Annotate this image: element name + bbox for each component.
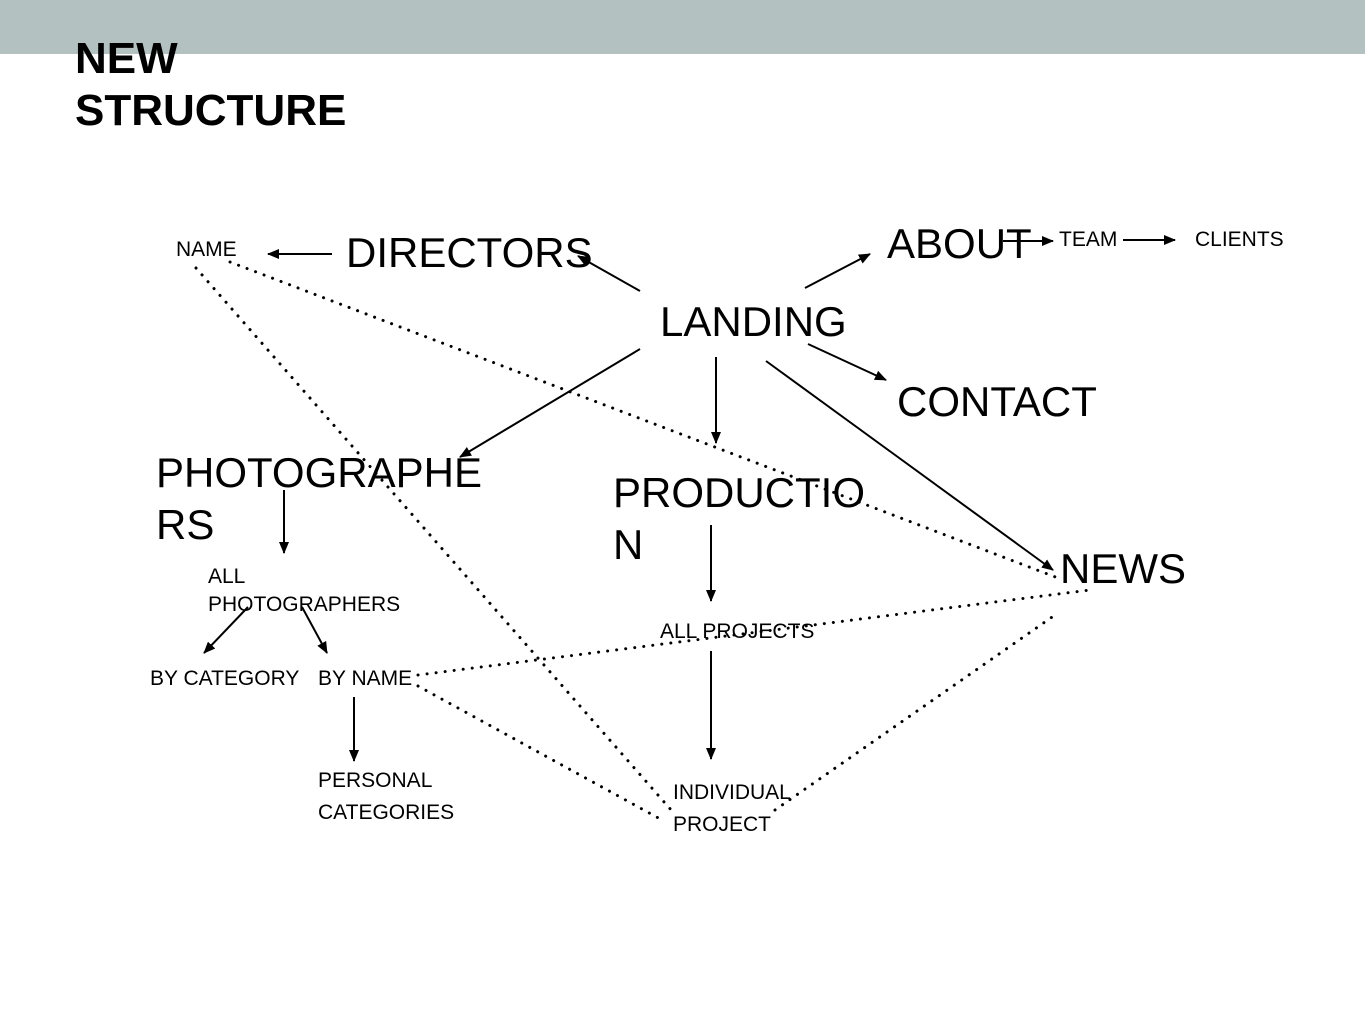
dotted-link-by-name-news [416, 588, 1092, 677]
dotted-link-name-news [228, 260, 1060, 580]
slide-title-line-2: STRUCTURE [75, 86, 347, 135]
node-news: NEWS [1060, 545, 1186, 592]
edge-landing-news [765, 360, 1054, 571]
node-personal-categories-line-2: CATEGORIES [318, 801, 455, 824]
node-personal-categories-line-1: PERSONAL [318, 769, 433, 792]
edge-all-photographers-by-name [301, 606, 328, 654]
node-production-line-1: PRODUCTIO [613, 469, 865, 516]
slide-title-line-1: NEW [75, 34, 178, 83]
edge-landing-photographers [459, 348, 641, 458]
dotted-link-by-name-individual-project [416, 684, 664, 822]
node-all-photographers-line-2: PHOTOGRAPHERS [208, 593, 401, 616]
edge-all-photographers-by-category [203, 606, 249, 654]
node-individual-project-line-1: INDIVIDUAL [673, 781, 791, 804]
dotted-link-name-individual-project [194, 266, 674, 813]
node-photographers-line-1: PHOTOGRAPHE [156, 449, 482, 496]
node-by-category: BY CATEGORY [150, 667, 300, 690]
edge-landing-about [804, 253, 871, 289]
slide-title: NEW STRUCTURE [75, 33, 346, 137]
node-production: PRODUCTIO N [613, 467, 865, 571]
node-all-photographers-line-1: ALL [208, 565, 246, 588]
node-photographers: PHOTOGRAPHE RS [156, 447, 482, 551]
edge-landing-directors [577, 255, 641, 292]
node-all-photographers: ALL PHOTOGRAPHERS [208, 563, 400, 619]
node-contact: CONTACT [897, 378, 1097, 425]
node-personal-categories: PERSONAL CATEGORIES [318, 765, 454, 829]
node-individual-project: INDIVIDUAL PROJECT [673, 777, 791, 841]
node-production-line-2: N [613, 521, 644, 568]
node-directors: DIRECTORS [346, 229, 593, 276]
dotted-link-individual-project-news [773, 613, 1057, 812]
node-by-name: BY NAME [318, 667, 413, 690]
node-clients: CLIENTS [1195, 228, 1284, 251]
node-name: NAME [176, 238, 237, 261]
node-team: TEAM [1059, 228, 1118, 251]
node-landing: LANDING [660, 298, 847, 345]
header-bar [0, 0, 1365, 54]
edge-landing-contact [807, 343, 887, 381]
node-individual-project-line-2: PROJECT [673, 813, 772, 836]
node-about: ABOUT [887, 220, 1032, 267]
node-all-projects: ALL PROJECTS [660, 620, 815, 643]
node-photographers-line-2: RS [156, 501, 215, 548]
